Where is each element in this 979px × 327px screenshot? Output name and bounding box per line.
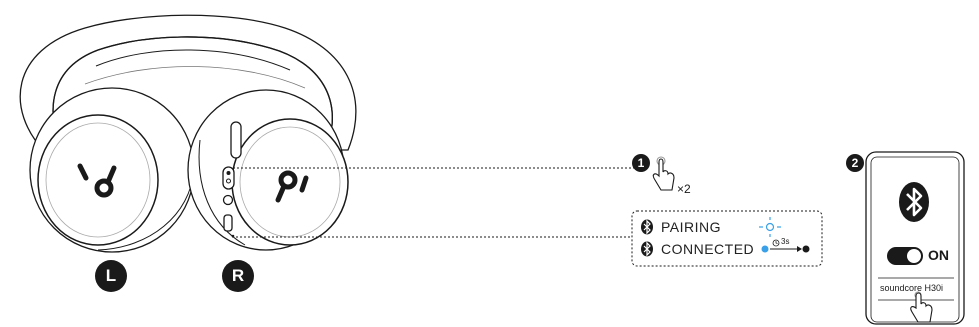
left-earcup xyxy=(30,88,194,252)
bluetooth-icon xyxy=(641,242,653,257)
volume-button[interactable] xyxy=(231,122,241,158)
power-button[interactable] xyxy=(223,167,234,189)
right-side-badge: R xyxy=(222,260,254,292)
phone-bluetooth-icon xyxy=(899,182,929,222)
right-earcup xyxy=(188,90,348,250)
connected-label: CONNECTED xyxy=(661,241,754,257)
step-2-badge: 2 xyxy=(846,154,864,172)
usb-port xyxy=(224,215,232,231)
bluetooth-on-label: ON xyxy=(928,247,949,263)
hold-time-label: 3s xyxy=(781,237,789,246)
audio-jack xyxy=(224,196,233,205)
step-1-badge: 1 xyxy=(632,154,650,172)
tap-hand-icon xyxy=(653,157,674,190)
phone xyxy=(866,152,964,324)
bluetooth-icon xyxy=(641,220,653,235)
bluetooth-toggle[interactable] xyxy=(887,247,923,265)
left-side-badge: L xyxy=(95,260,127,292)
device-name-label[interactable]: soundcore H30i xyxy=(880,283,943,293)
pairing-label: PAIRING xyxy=(661,219,721,235)
press-count-label: ×2 xyxy=(677,182,691,196)
